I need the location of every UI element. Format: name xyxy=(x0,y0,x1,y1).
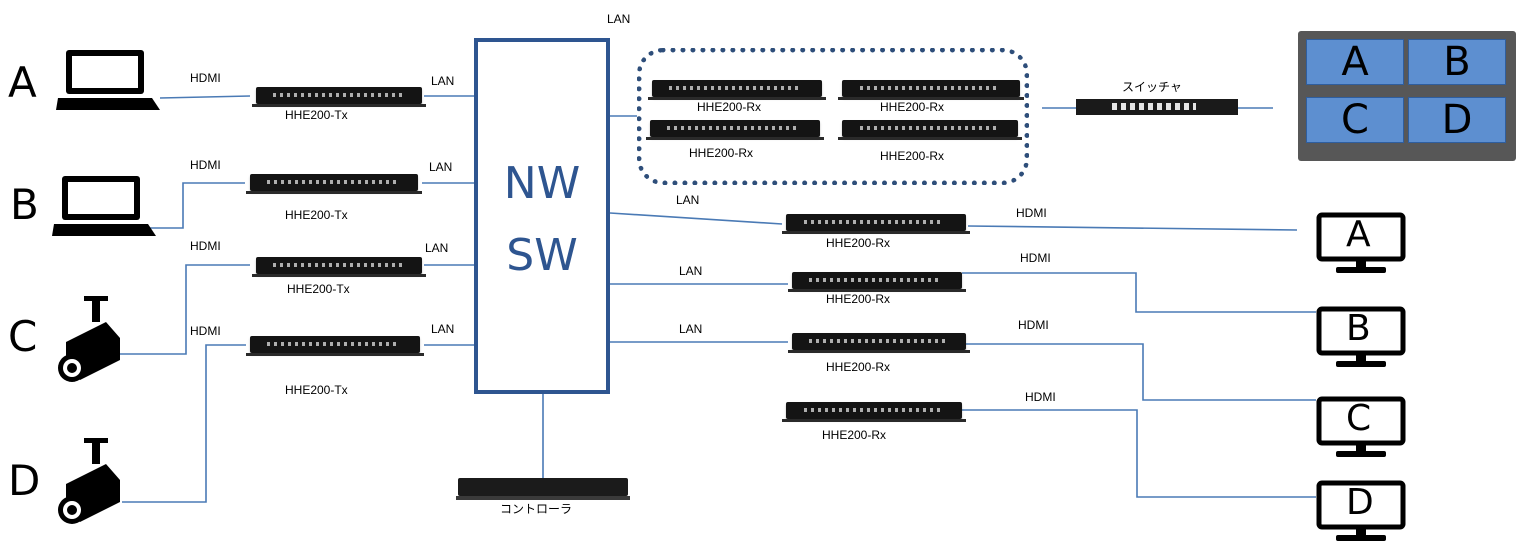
rx-label-2: HHE200-Rx xyxy=(826,292,891,306)
wire-b-hdmi xyxy=(143,182,245,229)
camera-icon xyxy=(58,296,120,382)
hdmi-label-c: HDMI xyxy=(190,239,221,253)
wire-hdmi-mon-a xyxy=(967,225,1298,231)
tx-label-a: HHE200-Tx xyxy=(285,108,348,122)
transmitter-d xyxy=(246,336,424,356)
lan-label-top: LAN xyxy=(607,12,631,26)
hdmi-label-mon-c: HDMI xyxy=(1018,318,1049,332)
hdmi-label-a: HDMI xyxy=(190,71,221,85)
rx-label-wall-3: HHE200-Rx xyxy=(689,146,754,160)
lan-label-a: LAN xyxy=(431,74,455,88)
transmitter-a xyxy=(252,87,426,107)
controller-device xyxy=(456,478,630,500)
video-wall-pane-b: B xyxy=(1408,39,1506,85)
tx-label-d: HHE200-Tx xyxy=(285,383,348,397)
tx-label-c: HHE200-Tx xyxy=(287,282,350,296)
source-label-d: D xyxy=(8,456,41,505)
lan-label-rx3: LAN xyxy=(679,322,703,336)
receiver-1 xyxy=(782,214,970,234)
receiver-wall-1 xyxy=(648,80,826,100)
wire-a-hdmi xyxy=(159,95,251,99)
lan-label-c: LAN xyxy=(425,241,449,255)
rx-label-wall-4: HHE200-Rx xyxy=(880,149,945,163)
video-wall: A B C D xyxy=(1298,31,1516,161)
monitor-label-d: D xyxy=(1346,482,1374,523)
receiver-wall-2 xyxy=(838,80,1024,100)
receiver-4 xyxy=(782,402,966,422)
hdmi-label-mon-b: HDMI xyxy=(1020,251,1051,265)
switcher-device xyxy=(1076,99,1238,115)
lan-label-rx2: LAN xyxy=(679,264,703,278)
lan-label-d: LAN xyxy=(431,322,455,336)
wire-d-hdmi xyxy=(122,344,246,503)
transmitter-b xyxy=(246,174,422,194)
laptop-icon xyxy=(52,176,156,236)
rx-label-1: HHE200-Rx xyxy=(826,236,891,250)
monitor-label-b: B xyxy=(1346,308,1371,349)
wire-hdmi-mon-b xyxy=(962,272,1316,313)
video-wall-pane-c: C xyxy=(1306,97,1404,143)
transmitter-c xyxy=(252,257,426,277)
lan-label-rx1: LAN xyxy=(676,193,700,207)
hdmi-label-mon-d: HDMI xyxy=(1025,390,1056,404)
video-wall-pane-d: D xyxy=(1408,97,1506,143)
source-label-b: B xyxy=(10,180,39,229)
lan-label-b: LAN xyxy=(429,160,453,174)
wire-hdmi-mon-d xyxy=(962,409,1316,498)
video-wall-pane-a: A xyxy=(1306,39,1404,85)
switcher-label: スイッチャ xyxy=(1122,80,1182,94)
rx-label-wall-2: HHE200-Rx xyxy=(880,100,945,114)
hdmi-label-mon-a: HDMI xyxy=(1016,206,1047,220)
receiver-wall-4 xyxy=(838,120,1022,140)
monitor-icon xyxy=(1316,480,1406,541)
wire-c-hdmi xyxy=(120,264,250,355)
rx-label-4: HHE200-Rx xyxy=(822,428,887,442)
monitor-icon xyxy=(1316,306,1406,367)
camera-icon xyxy=(58,438,120,524)
network-switch-line2: SW xyxy=(506,230,578,281)
laptop-icon xyxy=(56,50,160,110)
controller-label: コントローラ xyxy=(500,502,573,516)
monitor-icon xyxy=(1316,396,1406,457)
receiver-3 xyxy=(788,333,970,353)
network-switch-line1: NW xyxy=(503,158,581,209)
hdmi-label-b: HDMI xyxy=(190,158,221,172)
monitor-label-a: A xyxy=(1346,214,1371,255)
wire-lan-rx1 xyxy=(609,212,783,225)
monitor-label-c: C xyxy=(1346,398,1372,439)
tx-label-b: HHE200-Tx xyxy=(285,208,348,222)
monitor-icon xyxy=(1316,212,1406,273)
source-label-a: A xyxy=(8,58,37,107)
receiver-wall-3 xyxy=(646,120,824,140)
receiver-2 xyxy=(788,272,966,292)
rx-label-3: HHE200-Rx xyxy=(826,360,891,374)
wire-hdmi-mon-c xyxy=(966,343,1316,401)
wall-receiver-group xyxy=(637,48,1029,185)
rx-label-wall-1: HHE200-Rx xyxy=(697,100,762,114)
network-switch: NW SW xyxy=(474,38,610,394)
source-label-c: C xyxy=(8,312,38,361)
hdmi-label-d: HDMI xyxy=(190,324,221,338)
